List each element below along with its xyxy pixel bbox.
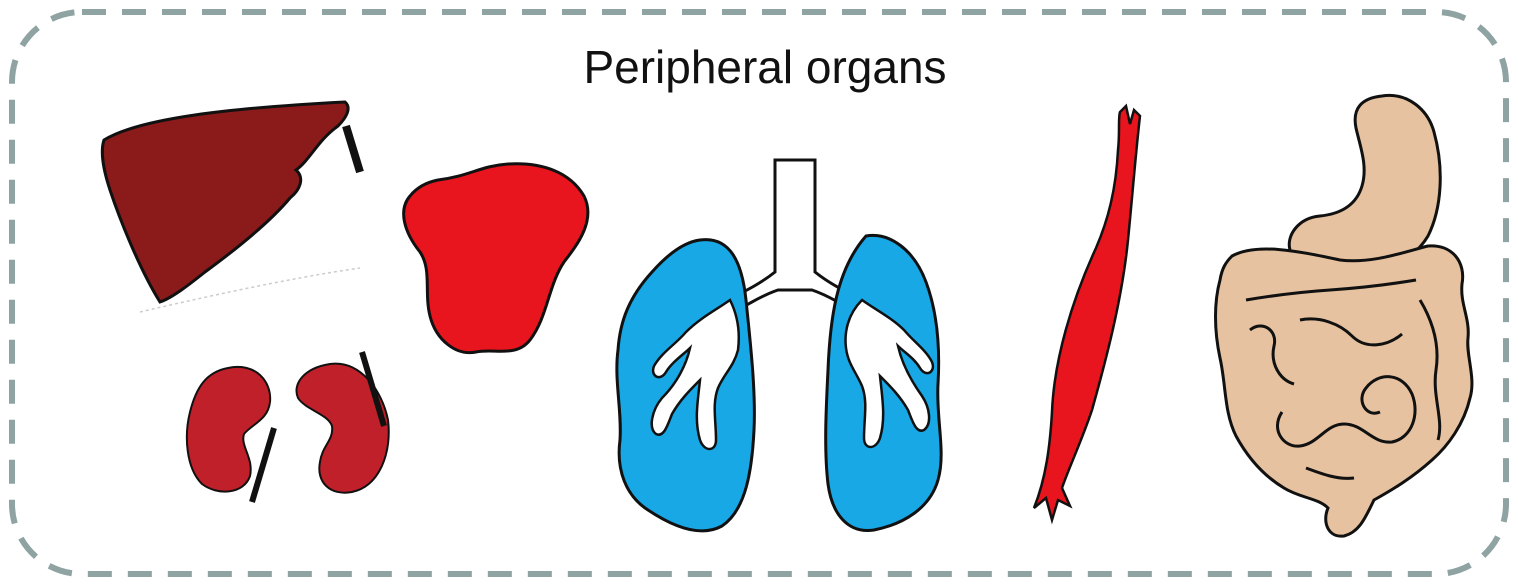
pancreas-icon xyxy=(404,164,588,353)
lungs-icon xyxy=(617,160,941,531)
muscle-icon xyxy=(1034,106,1140,520)
digestive-tract-icon xyxy=(1216,95,1472,536)
kidneys-icon xyxy=(187,352,389,502)
liver-icon xyxy=(102,102,360,312)
